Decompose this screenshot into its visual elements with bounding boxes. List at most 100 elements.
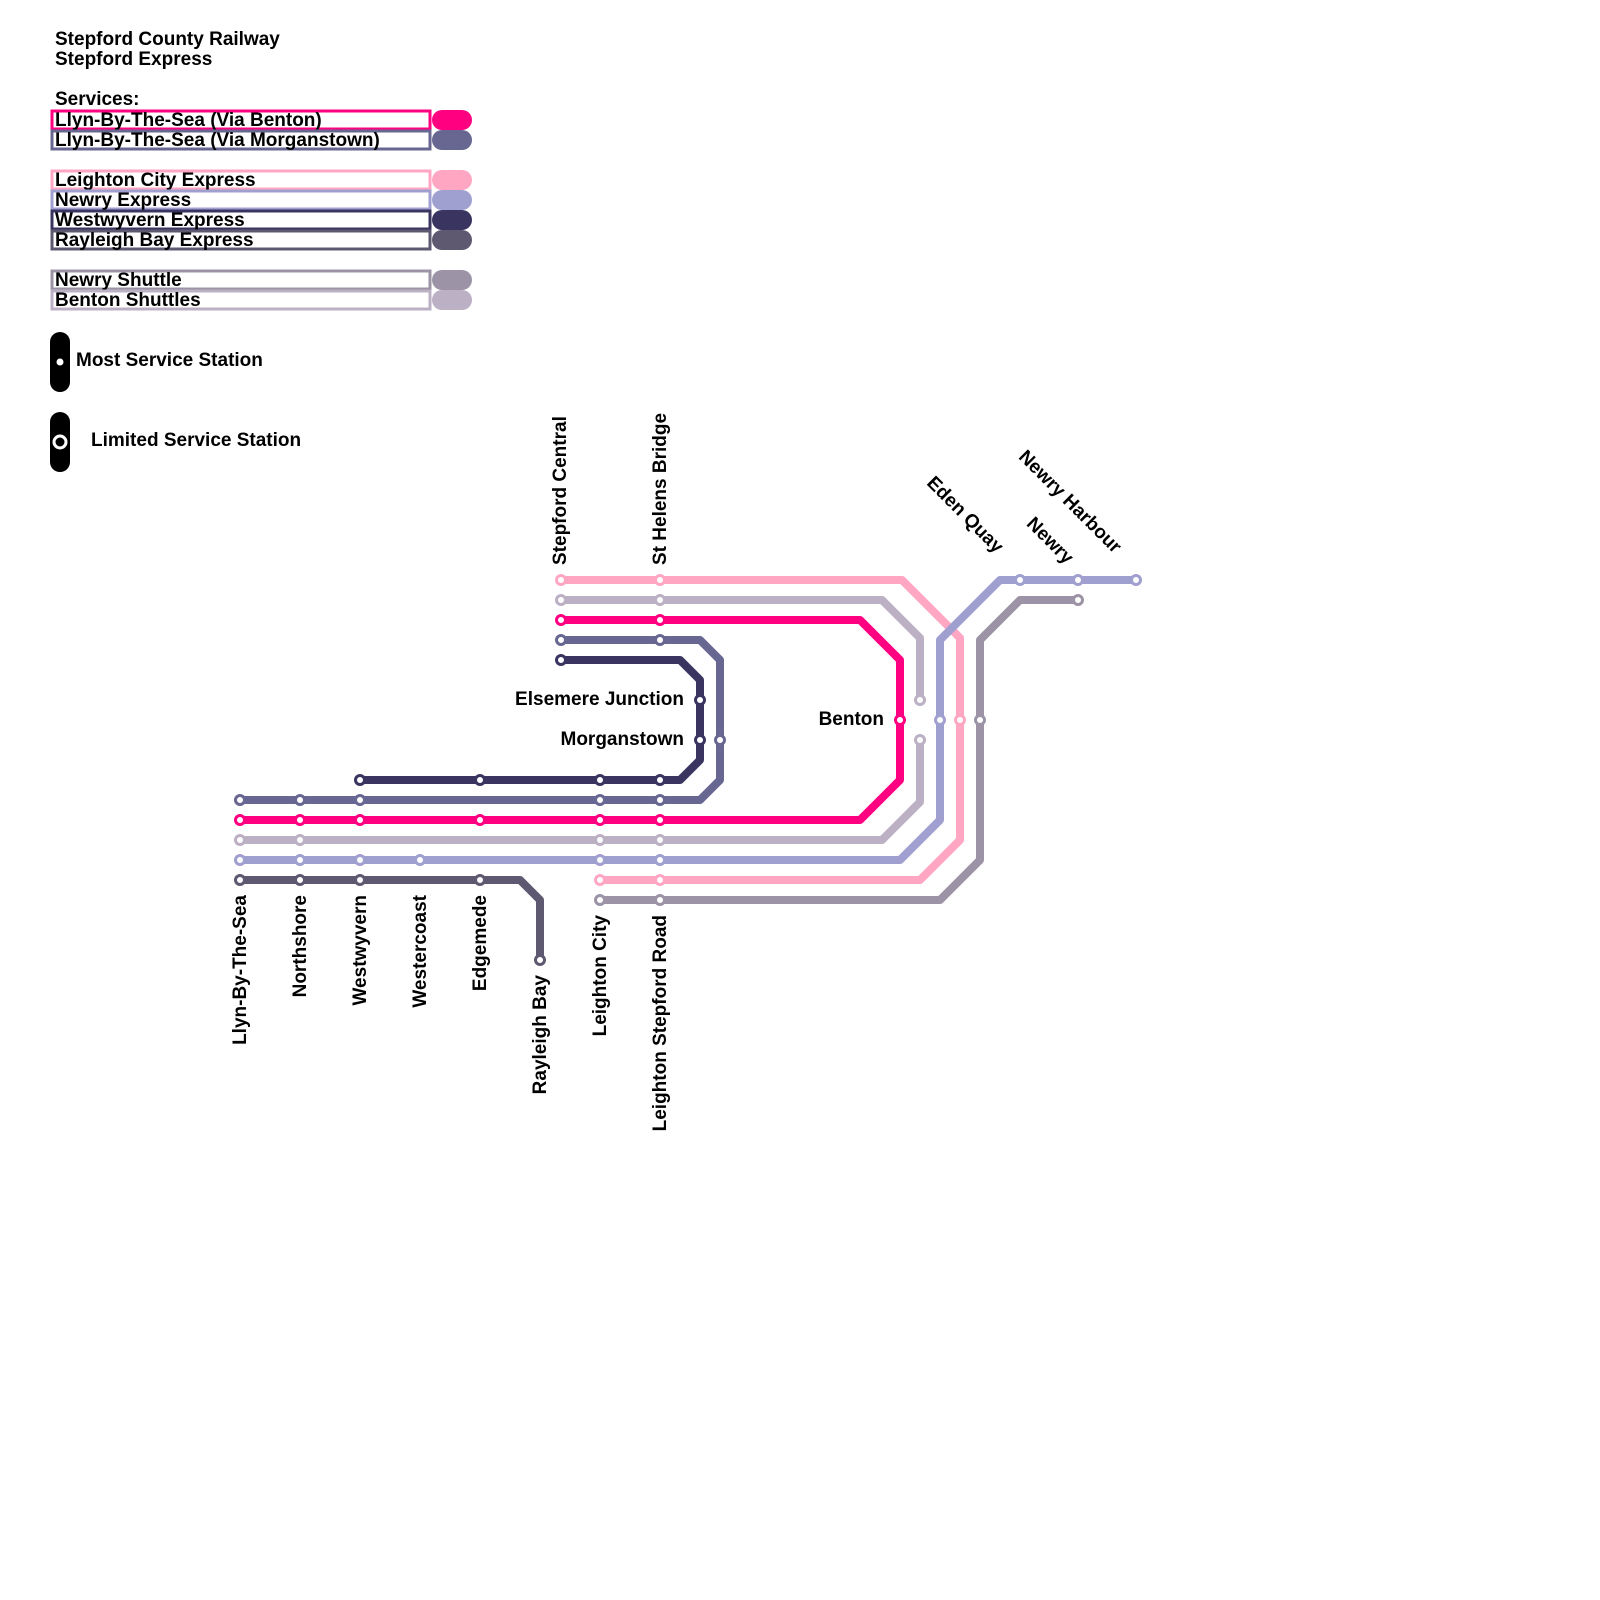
- station-marker: [555, 574, 567, 586]
- station-label-rayleigh-bay: Rayleigh Bay: [530, 975, 551, 1095]
- station-label-morganstown: Morganstown: [561, 729, 685, 750]
- station-marker: [714, 734, 726, 746]
- legend-label-llyn_benton: Llyn-By-The-Sea (Via Benton): [55, 110, 322, 131]
- most-service-key-dot: [56, 358, 64, 366]
- legend-label-llyn_morganstown: Llyn-By-The-Sea (Via Morganstown): [55, 130, 380, 151]
- station-marker: [474, 814, 486, 826]
- most-service-key-label: Most Service Station: [76, 350, 263, 371]
- legend-label-newry_express: Newry Express: [55, 190, 191, 211]
- station-marker: [694, 694, 706, 706]
- station-marker: [234, 854, 246, 866]
- station-marker: [474, 774, 486, 786]
- station-marker: [234, 834, 246, 846]
- station-marker: [294, 814, 306, 826]
- station-marker: [234, 814, 246, 826]
- map-title: Stepford County Railway: [55, 29, 280, 50]
- legend-box-newry_express: [50, 189, 432, 211]
- station-marker: [555, 654, 567, 666]
- station-label-stepford-central: Stepford Central: [550, 416, 571, 565]
- station-label-eden-quay: Eden Quay: [922, 473, 1007, 558]
- legend-swatch-westwyvern_express: [432, 210, 472, 230]
- llyn-via-benton-line: [236, 616, 904, 824]
- legend-swatch-newry_shuttle: [432, 270, 472, 290]
- station-marker: [654, 794, 666, 806]
- station-marker: [594, 854, 606, 866]
- route-lines: [236, 576, 1140, 964]
- station-marker: [354, 854, 366, 866]
- station-marker: [294, 794, 306, 806]
- legend-label-rayleigh_express: Rayleigh Bay Express: [55, 230, 254, 251]
- station-marker: [294, 854, 306, 866]
- station-marker: [914, 734, 926, 746]
- services-heading: Services:: [55, 89, 140, 110]
- station-marker: [294, 834, 306, 846]
- station-marker: [555, 634, 567, 646]
- legend-swatch-llyn_morganstown: [432, 130, 472, 150]
- station-marker: [1130, 574, 1142, 586]
- station-marker: [654, 614, 666, 626]
- station-label-benton: Benton: [819, 709, 884, 730]
- legend-label-newry_shuttle: Newry Shuttle: [55, 270, 182, 291]
- station-marker: [894, 714, 906, 726]
- station-marker: [294, 874, 306, 886]
- service-legend: Llyn-By-The-Sea (Via Benton)Llyn-By-The-…: [50, 109, 472, 311]
- station-marker: [1072, 594, 1084, 606]
- station-label-st-helens-bridge: St Helens Bridge: [650, 413, 671, 565]
- station-marker: [654, 574, 666, 586]
- station-marker: [594, 774, 606, 786]
- station-marker: [654, 874, 666, 886]
- legend-box-westwyvern_express: [50, 209, 432, 231]
- benton-shuttle-line: [236, 596, 924, 844]
- station-markers: [234, 574, 1142, 966]
- leighton-city-express-line: [557, 576, 964, 884]
- legend-box-benton_shuttles: [50, 289, 432, 311]
- station-key: Most Service Station Limited Service Sta…: [50, 332, 301, 472]
- station-marker: [654, 894, 666, 906]
- station-marker: [534, 954, 546, 966]
- map-subtitle: Stepford Express: [55, 49, 212, 70]
- station-marker: [914, 694, 926, 706]
- station-label-leighton-city: Leighton City: [590, 915, 611, 1037]
- limited-service-key-label: Limited Service Station: [91, 430, 301, 451]
- station-marker: [654, 634, 666, 646]
- station-label-elsemere-junction: Elsemere Junction: [515, 689, 684, 710]
- station-marker: [654, 814, 666, 826]
- station-marker: [234, 874, 246, 886]
- station-labels: Stepford Central St Helens Bridge Eden Q…: [230, 413, 1126, 1131]
- legend-label-leighton_express: Leighton City Express: [55, 170, 256, 191]
- station-marker: [354, 794, 366, 806]
- station-marker: [414, 854, 426, 866]
- westwyvern-express-line: [356, 656, 704, 784]
- station-marker: [555, 614, 567, 626]
- station-marker: [594, 814, 606, 826]
- station-marker: [234, 794, 246, 806]
- station-label-edgemede: Edgemede: [470, 895, 491, 991]
- station-marker: [354, 814, 366, 826]
- station-marker: [594, 874, 606, 886]
- legend-swatch-benton_shuttles: [432, 290, 472, 310]
- legend-box-llyn_morganstown: [50, 129, 432, 151]
- station-marker: [934, 714, 946, 726]
- rayleigh-bay-express-line: [236, 876, 544, 964]
- station-label-leighton-stepford-road: Leighton Stepford Road: [650, 915, 671, 1131]
- station-marker: [594, 794, 606, 806]
- legend-label-westwyvern_express: Westwyvern Express: [55, 210, 245, 231]
- station-marker: [474, 874, 486, 886]
- legend-box-leighton_express: [50, 169, 432, 191]
- legend-swatch-rayleigh_express: [432, 230, 472, 250]
- legend-box-rayleigh_express: [50, 229, 432, 251]
- station-marker: [354, 874, 366, 886]
- station-marker: [654, 594, 666, 606]
- station-label-northshore: Northshore: [290, 895, 311, 997]
- station-label-newry-harbour: Newry Harbour: [1014, 446, 1126, 558]
- station-marker: [594, 834, 606, 846]
- station-marker: [954, 714, 966, 726]
- station-marker: [654, 834, 666, 846]
- legend-box-llyn_benton: [50, 109, 432, 131]
- station-marker: [1014, 574, 1026, 586]
- station-label-westercoast: Westercoast: [410, 894, 431, 1007]
- limited-service-key-ring: [52, 434, 68, 450]
- station-marker: [1072, 574, 1084, 586]
- legend-swatch-newry_express: [432, 190, 472, 210]
